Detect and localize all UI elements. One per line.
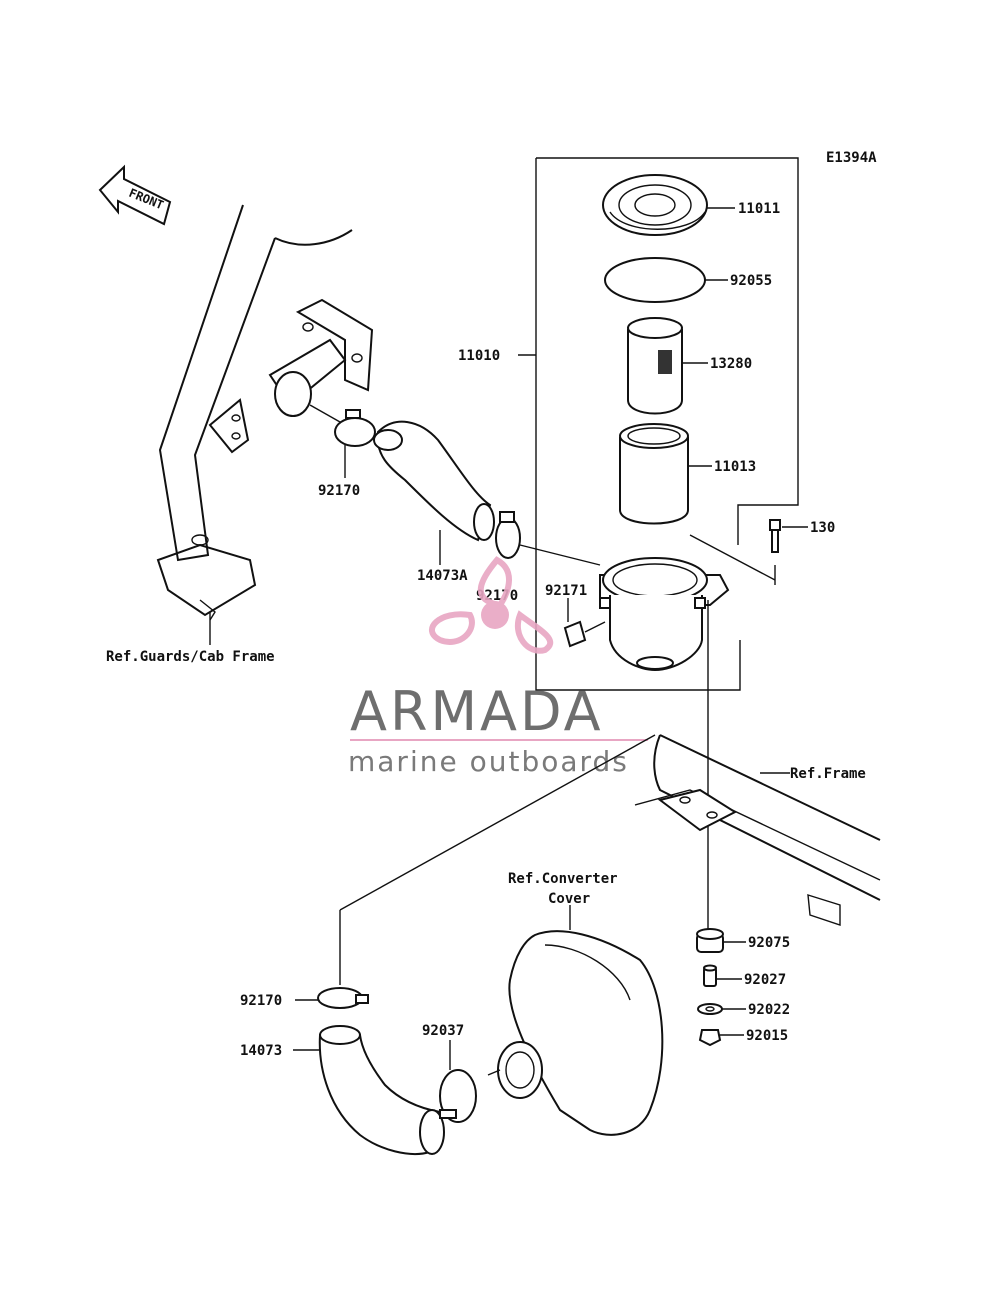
callout-92015: 92015 [746,1028,788,1044]
air-filter-11013 [619,423,712,525]
callout-92055: 92055 [730,273,772,289]
callout-14073: 14073 [240,1043,282,1059]
nut-92015 [698,1029,744,1047]
callout-92170-lower: 92170 [240,993,282,1009]
intake-mount-bracket [208,298,374,454]
guard-cab-frame [156,204,353,645]
ref-converter-line1: Ref.Converter [508,871,618,887]
watermark-brand: ARMADA [350,680,604,743]
air-cleaner-cover-11011 [602,174,735,236]
grommet-92075 [696,928,746,953]
propeller-logo-icon [429,556,554,654]
callout-92027: 92027 [744,972,786,988]
callout-92075: 92075 [748,935,790,951]
leader-line [339,734,656,911]
callout-92022: 92022 [748,1002,790,1018]
callout-11011: 11011 [738,201,780,217]
air-cleaner-case [599,557,730,930]
callout-11013: 11013 [714,459,756,475]
filter-element-13280 [627,317,708,415]
converter-cover [487,905,664,1136]
callout-92171: 92171 [545,583,587,599]
hose-clamp-92170-upper [309,404,376,478]
hose-clamp-92170-lower [295,987,369,1009]
callout-92037: 92037 [422,1023,464,1039]
ref-converter-line2: Cover [548,891,590,907]
intake-hose-14073A [373,420,495,565]
callout-13280: 13280 [710,356,752,372]
diagram-code: E1394A [826,150,877,166]
collar-92027 [703,964,742,987]
watermark-tagline: marine outboards [348,745,629,778]
callout-14073A: 14073A [417,568,468,584]
o-ring-92055 [604,257,728,303]
hose-clamp-92170-mid [495,511,601,566]
bolt-130 [689,519,808,585]
front-arrow-icon: FRONT [98,164,172,226]
hose-clamp-92037 [439,1040,477,1123]
washer-92022 [697,1003,746,1015]
ref-frame: Ref.Frame [790,766,866,782]
callout-130: 130 [810,520,835,536]
clip-92171 [563,598,606,648]
ref-guards-cab-frame: Ref.Guards/Cab Frame [106,649,275,665]
intake-hose-14073 [293,1025,445,1156]
assembly-bracket-11010 [518,157,799,691]
vehicle-frame [634,734,881,926]
callout-11010: 11010 [458,348,500,364]
callout-92170-upper: 92170 [318,483,360,499]
